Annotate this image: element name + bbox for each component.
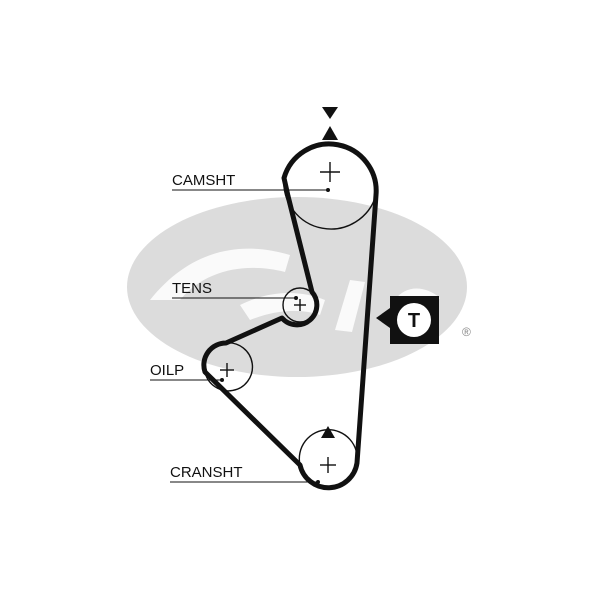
label-crankshaft: CRANSHT (170, 464, 243, 481)
timing-mark-down-icon (322, 107, 338, 119)
label-oil-pump: OILP (150, 362, 184, 379)
tensioner-marker-icon: T (376, 296, 439, 344)
tensioner-pulley (282, 287, 318, 323)
camshaft-pulley (283, 162, 377, 230)
leader-lines (150, 188, 330, 484)
crank-timing-mark-icon (321, 426, 335, 438)
label-camshaft: CAMSHT (172, 172, 235, 189)
timing-mark-up-icon (322, 126, 338, 140)
label-tensioner: TENS (172, 280, 212, 297)
tensioner-marker-label: T (408, 310, 420, 332)
oil-pump-pulley (204, 342, 254, 392)
registered-icon: ® (462, 325, 471, 339)
gates-watermark (127, 197, 467, 377)
timing-belt (201, 141, 379, 491)
